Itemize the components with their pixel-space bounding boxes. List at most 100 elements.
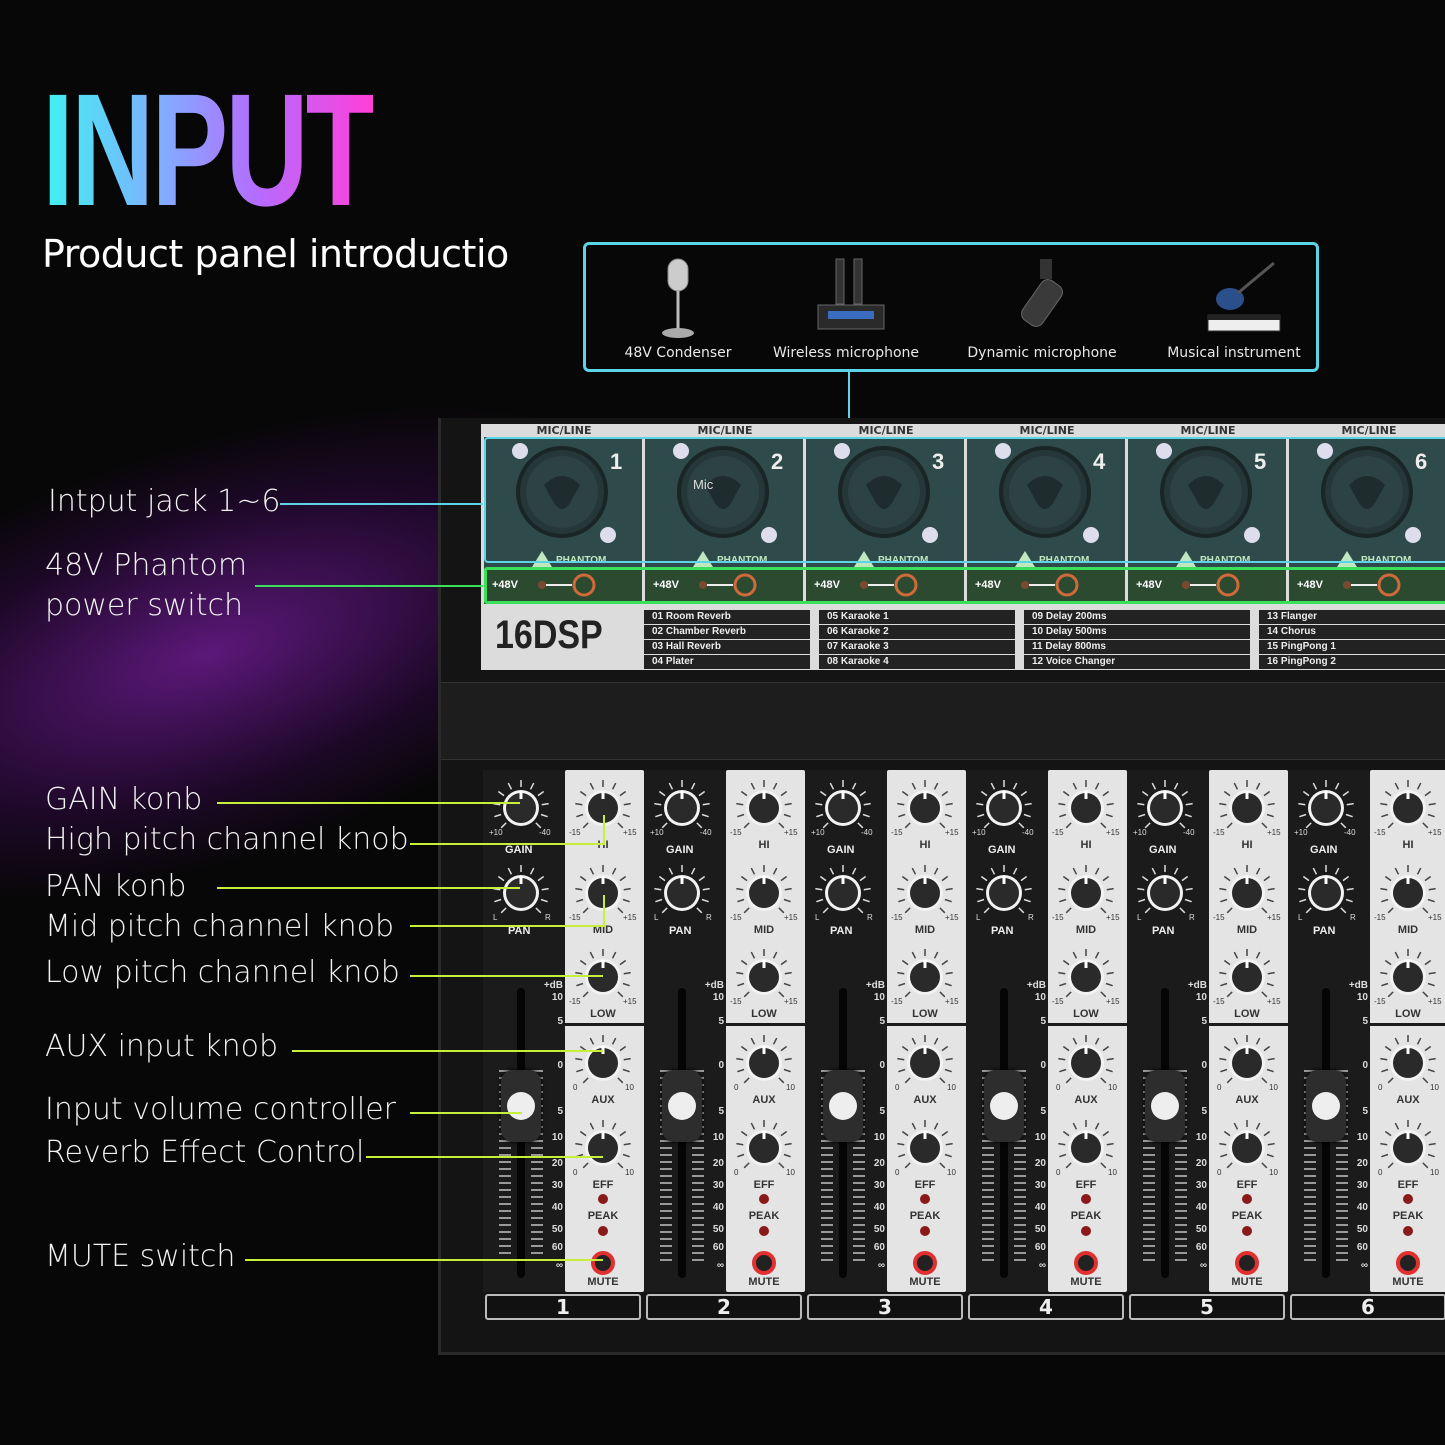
gain-knob[interactable] <box>1135 778 1195 838</box>
fader-cap-indicator <box>507 1092 535 1120</box>
fader-tick <box>1175 1161 1187 1163</box>
mute-button[interactable] <box>913 1251 937 1275</box>
eff-knob[interactable] <box>1056 1118 1116 1178</box>
fader-tick <box>1175 1168 1187 1170</box>
phantom-switch-icon <box>1021 573 1079 597</box>
mute-button[interactable] <box>1396 1251 1420 1275</box>
volume-fader[interactable] <box>1145 1070 1185 1142</box>
mid-knob[interactable] <box>573 863 633 923</box>
fader-tick <box>692 1259 704 1261</box>
mid-max: +15 <box>1106 913 1120 922</box>
aux-min: 0 <box>573 1083 578 1092</box>
fader-scale-label: 0 <box>1040 1060 1046 1071</box>
volume-fader[interactable] <box>823 1070 863 1142</box>
fader-tick <box>1143 1182 1155 1184</box>
low-knob[interactable] <box>1056 947 1116 1007</box>
mute-button[interactable] <box>1074 1251 1098 1275</box>
section-divider <box>726 1023 805 1026</box>
mid-max: +15 <box>623 913 637 922</box>
aux-knob[interactable] <box>1378 1033 1438 1093</box>
fader-tick <box>1014 1154 1026 1156</box>
hi-knob[interactable] <box>895 778 955 838</box>
gain-min: +10 <box>1133 828 1147 837</box>
fader-tick <box>982 1161 994 1163</box>
hi-knob[interactable] <box>573 778 633 838</box>
fader-tick <box>1304 1210 1316 1212</box>
fader-tick <box>821 1252 833 1254</box>
gain-knob[interactable] <box>652 778 712 838</box>
fader-tick <box>692 1210 704 1212</box>
peak-led <box>920 1194 930 1204</box>
fader-tick <box>1336 1070 1348 1072</box>
hi-knob[interactable] <box>1378 778 1438 838</box>
volume-fader[interactable] <box>1306 1070 1346 1142</box>
low-knob[interactable] <box>734 947 794 1007</box>
hi-min: -15 <box>569 828 581 837</box>
aux-knob[interactable] <box>1056 1033 1116 1093</box>
volume-fader[interactable] <box>984 1070 1024 1142</box>
hi-knob[interactable] <box>1217 778 1277 838</box>
mute-button[interactable] <box>752 1251 776 1275</box>
phantom-switch-1[interactable]: +48V <box>484 567 644 604</box>
fader-tick <box>821 1154 833 1156</box>
aux-knob[interactable] <box>1217 1033 1277 1093</box>
fader-tick <box>982 1245 994 1247</box>
hi-knob[interactable] <box>1056 778 1116 838</box>
phantom-switch-5[interactable]: +48V <box>1128 567 1288 604</box>
fader-tick <box>853 1217 865 1219</box>
eff-knob[interactable] <box>1217 1118 1277 1178</box>
eff-max: 10 <box>786 1168 795 1177</box>
mid-knob[interactable] <box>734 863 794 923</box>
phantom-switch-label: +48V <box>492 579 518 591</box>
low-knob[interactable] <box>895 947 955 1007</box>
eff-label: EFF <box>914 1179 936 1191</box>
fader-tick <box>982 1224 994 1226</box>
pan-knob[interactable] <box>974 863 1034 923</box>
mid-knob[interactable] <box>1217 863 1277 923</box>
mid-knob[interactable] <box>1378 863 1438 923</box>
mid-knob[interactable] <box>895 863 955 923</box>
hi-knob[interactable] <box>734 778 794 838</box>
gain-knob[interactable] <box>974 778 1034 838</box>
gain-knob[interactable] <box>1296 778 1356 838</box>
hi-min: -15 <box>730 828 742 837</box>
fader-scale-label: 10 <box>1356 992 1368 1003</box>
volume-fader[interactable] <box>501 1070 541 1142</box>
eff-knob[interactable] <box>1378 1118 1438 1178</box>
aux-knob[interactable] <box>734 1033 794 1093</box>
phantom-switch-2[interactable]: +48V <box>645 567 805 604</box>
mute-button[interactable] <box>591 1251 615 1275</box>
eff-knob[interactable] <box>573 1118 633 1178</box>
aux-knob[interactable] <box>573 1033 633 1093</box>
fader-tick <box>499 1252 511 1254</box>
volume-fader[interactable] <box>662 1070 702 1142</box>
mid-knob[interactable] <box>1056 863 1116 923</box>
eff-knob[interactable] <box>895 1118 955 1178</box>
fader-tick <box>1175 1175 1187 1177</box>
callout-label: Reverb Effect Control <box>45 1135 365 1170</box>
phantom-switch-3[interactable]: +48V <box>806 567 966 604</box>
phantom-switch-6[interactable]: +48V <box>1289 567 1445 604</box>
phantom-switch-4[interactable]: +48V <box>967 567 1127 604</box>
low-knob[interactable] <box>1378 947 1438 1007</box>
low-knob[interactable] <box>1217 947 1277 1007</box>
eff-knob[interactable] <box>734 1118 794 1178</box>
pan-knob[interactable] <box>1135 863 1195 923</box>
pan-knob[interactable] <box>1296 863 1356 923</box>
pan-knob[interactable] <box>491 863 551 923</box>
low-label: LOW <box>912 1008 938 1020</box>
low-knob[interactable] <box>573 947 633 1007</box>
aux-knob[interactable] <box>895 1033 955 1093</box>
callout-line <box>603 895 605 927</box>
pan-knob[interactable] <box>652 863 712 923</box>
mute-button[interactable] <box>1235 1251 1259 1275</box>
gain-knob[interactable] <box>813 778 873 838</box>
gain-knob[interactable] <box>491 778 551 838</box>
pan-knob[interactable] <box>813 863 873 923</box>
